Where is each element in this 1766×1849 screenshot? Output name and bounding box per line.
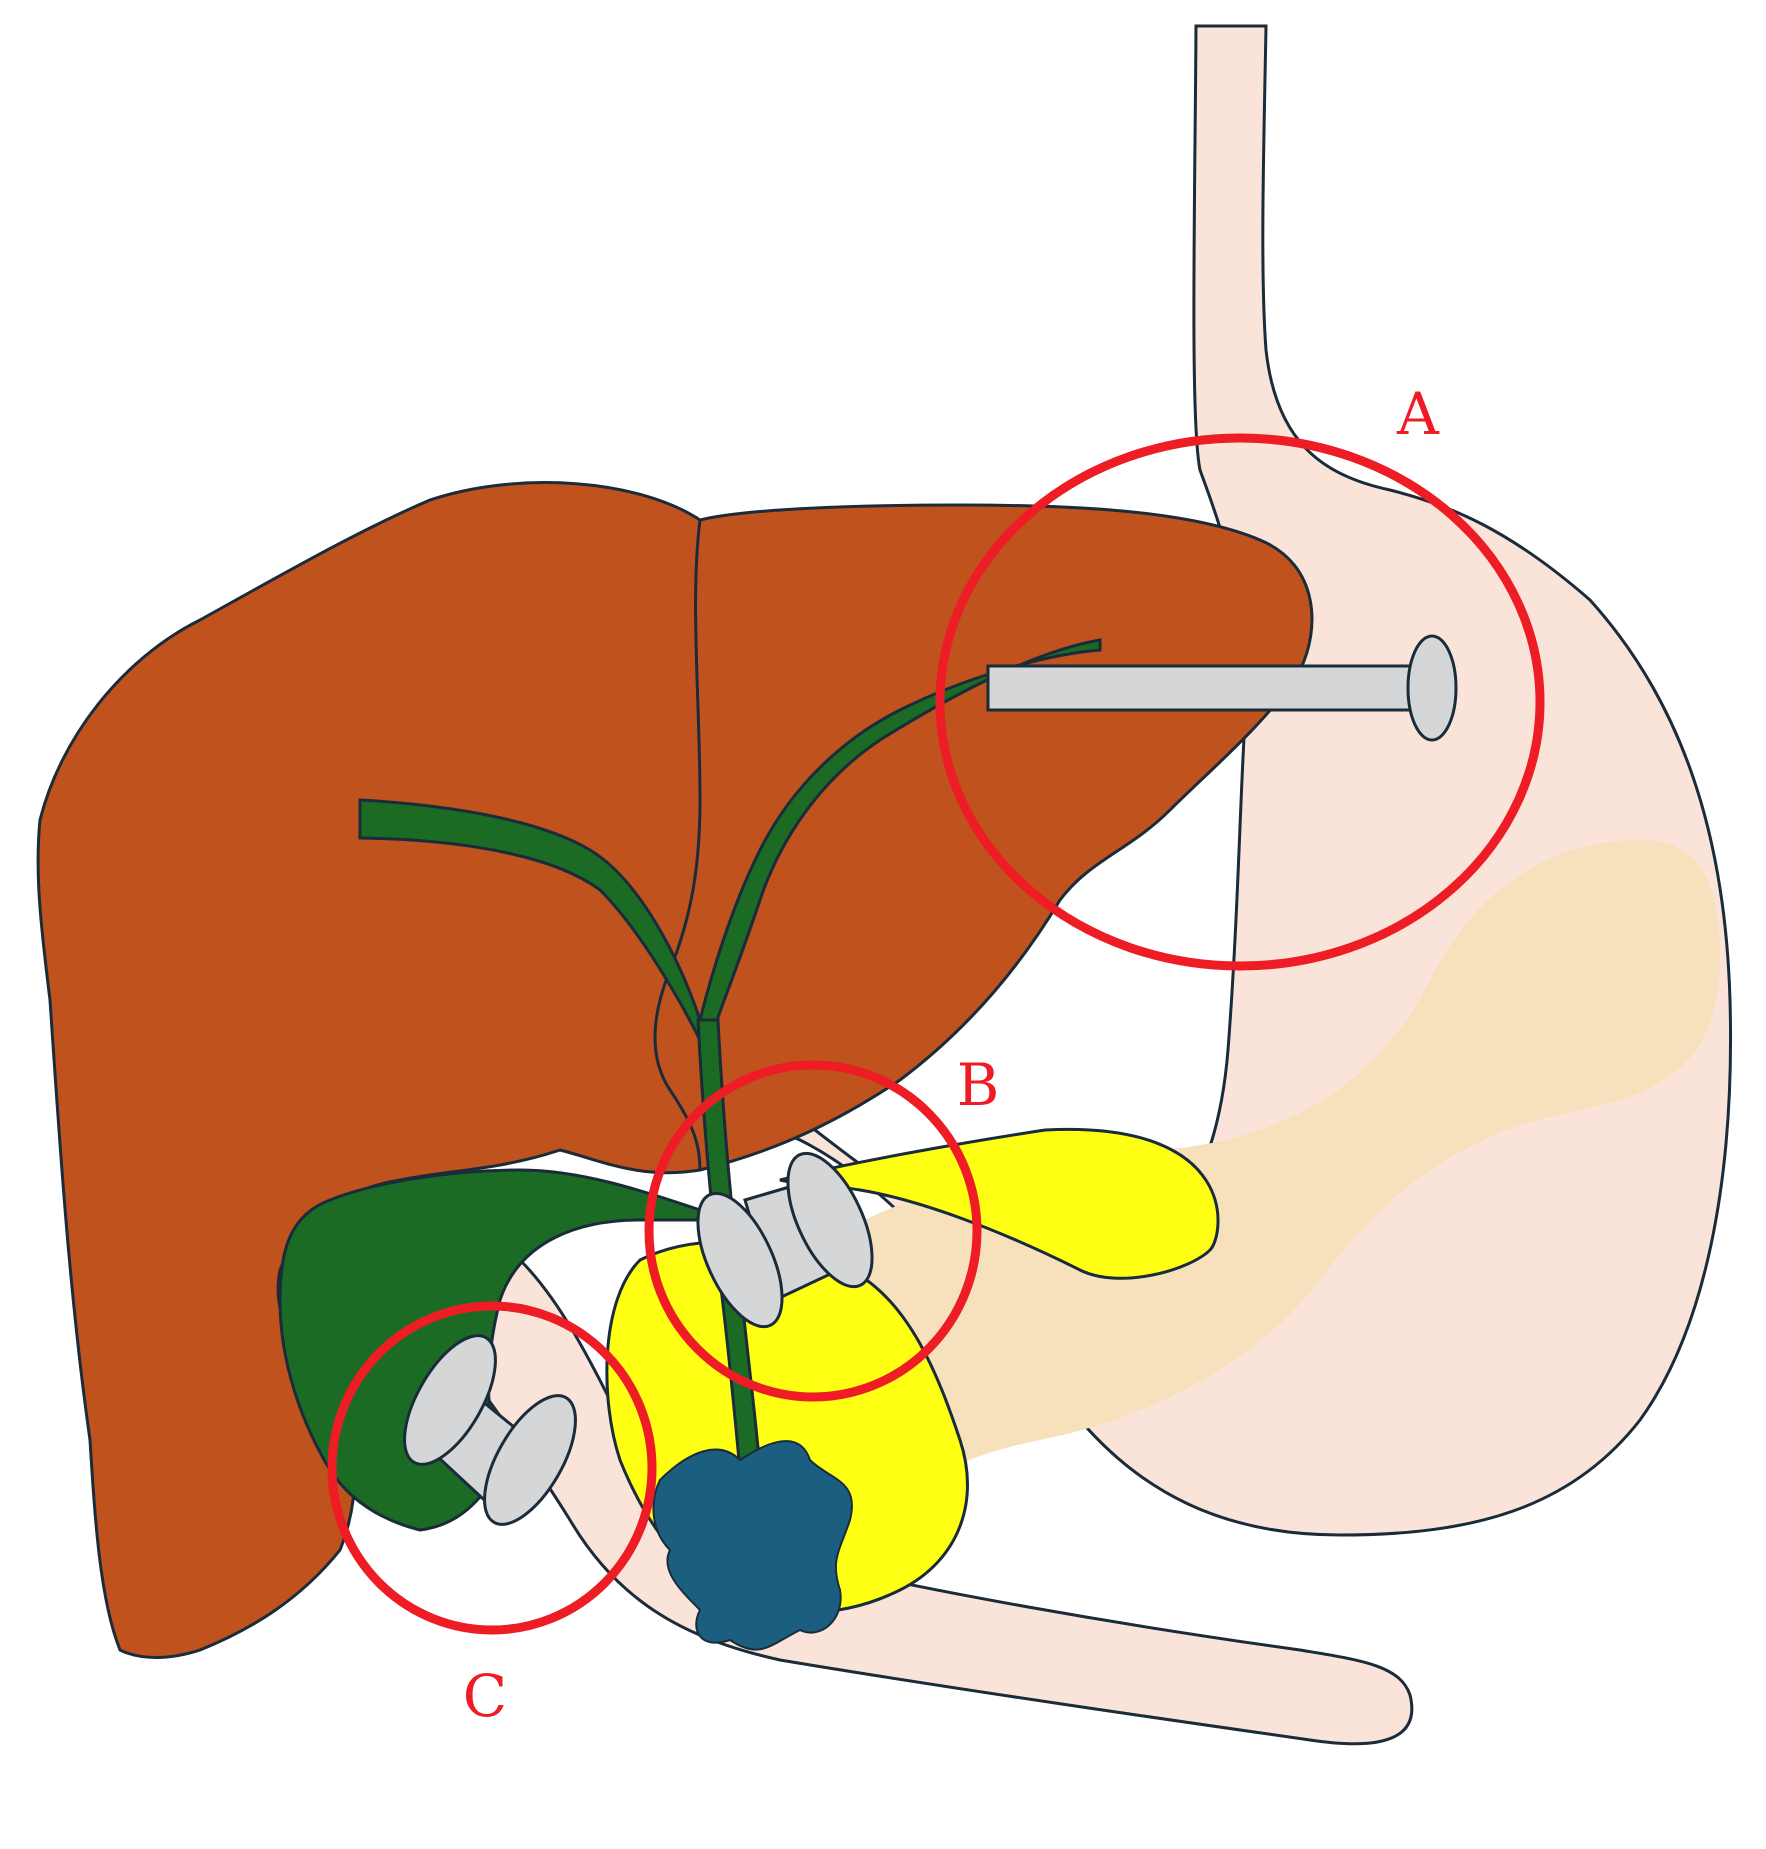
stent-b xyxy=(696,1151,874,1329)
tumor xyxy=(652,1440,853,1651)
pancreas xyxy=(800,840,1720,1500)
liver-fissure xyxy=(653,519,702,1171)
stent-c xyxy=(403,1334,577,1526)
label-a: A xyxy=(1396,380,1440,448)
stent-a xyxy=(986,634,1458,742)
liver xyxy=(36,481,1314,1659)
highlight-circle-a xyxy=(935,433,1545,971)
label-c: C xyxy=(463,1662,507,1730)
highlight-circle-b xyxy=(644,1060,982,1402)
gallbladder-upper xyxy=(779,1127,1220,1280)
highlight-circle-c xyxy=(327,1301,657,1635)
label-b: B xyxy=(957,1051,1000,1119)
